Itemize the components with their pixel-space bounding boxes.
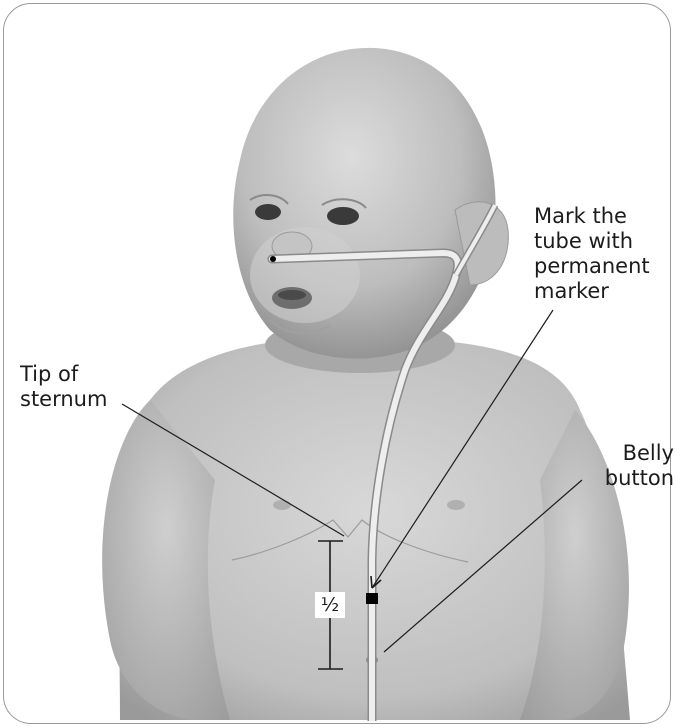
tube-tip xyxy=(270,256,276,262)
label-belly-button: Belly button xyxy=(584,441,674,491)
label-mark-tube: Mark the tube with permanent marker xyxy=(534,204,664,304)
label-tip-of-sternum: Tip of sternum xyxy=(20,362,150,412)
marker-band xyxy=(366,593,378,604)
label-half-measurement: ½ xyxy=(315,592,345,618)
